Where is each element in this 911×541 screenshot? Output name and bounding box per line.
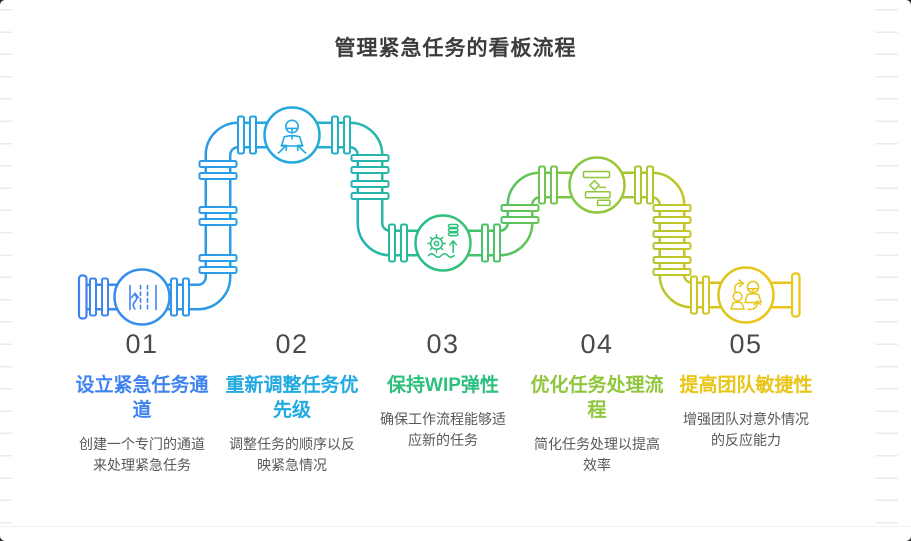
step-number: 01 xyxy=(125,329,159,359)
step-title: 优化任务处理流程 xyxy=(530,374,664,421)
workflow-diagram-icon xyxy=(582,170,611,207)
assign-person-icon xyxy=(277,119,307,154)
step-number: 05 xyxy=(729,329,763,359)
step-number: 03 xyxy=(426,329,460,359)
right-edge-ruler-ticks xyxy=(875,9,898,525)
step-column-03: 03 保持WIP弹性 确保工作流程能够适应新的任务 xyxy=(368,329,518,451)
step-column-05: 05 提高团队敏捷性 增强团队对意外情况的反应能力 xyxy=(671,329,821,451)
step-title: 设立紧急任务通道 xyxy=(75,374,209,421)
step-title: 提高团队敏捷性 xyxy=(679,374,813,396)
step-column-04: 04 优化任务处理流程 简化任务处理以提高效率 xyxy=(522,329,672,476)
pipe-flanges-vertical xyxy=(198,154,692,276)
pipe-end-caps xyxy=(77,272,801,320)
step-column-01: 01 设立紧急任务通道 创建一个专门的通道来处理紧急任务 xyxy=(67,329,217,476)
gear-waves-database-icon xyxy=(427,223,459,258)
step-number: 02 xyxy=(275,329,309,359)
fast-lane-icon xyxy=(129,284,157,311)
pipe-flanges-horizontal xyxy=(89,115,710,317)
step-description: 调整任务的顺序以反映紧急情况 xyxy=(229,435,355,473)
node-1 xyxy=(113,268,171,326)
step-description: 简化任务处理以提高效率 xyxy=(534,435,660,473)
step-title: 重新调整任务优先级 xyxy=(225,374,359,421)
step-column-02: 02 重新调整任务优先级 调整任务的顺序以反映紧急情况 xyxy=(217,329,367,476)
step-description: 创建一个专门的通道来处理紧急任务 xyxy=(79,435,205,473)
bottom-divider xyxy=(0,526,911,527)
step-number: 04 xyxy=(580,329,614,359)
left-edge-ruler-ticks xyxy=(0,9,12,525)
node-5 xyxy=(717,266,775,324)
team-rotation-icon xyxy=(730,279,762,311)
step-description: 确保工作流程能够适应新的任务 xyxy=(380,410,506,448)
page-title: 管理紧急任务的看板流程 xyxy=(334,37,577,60)
step-description: 增强团队对意外情况的反应能力 xyxy=(683,410,809,448)
step-title: 保持WIP弹性 xyxy=(387,374,499,396)
